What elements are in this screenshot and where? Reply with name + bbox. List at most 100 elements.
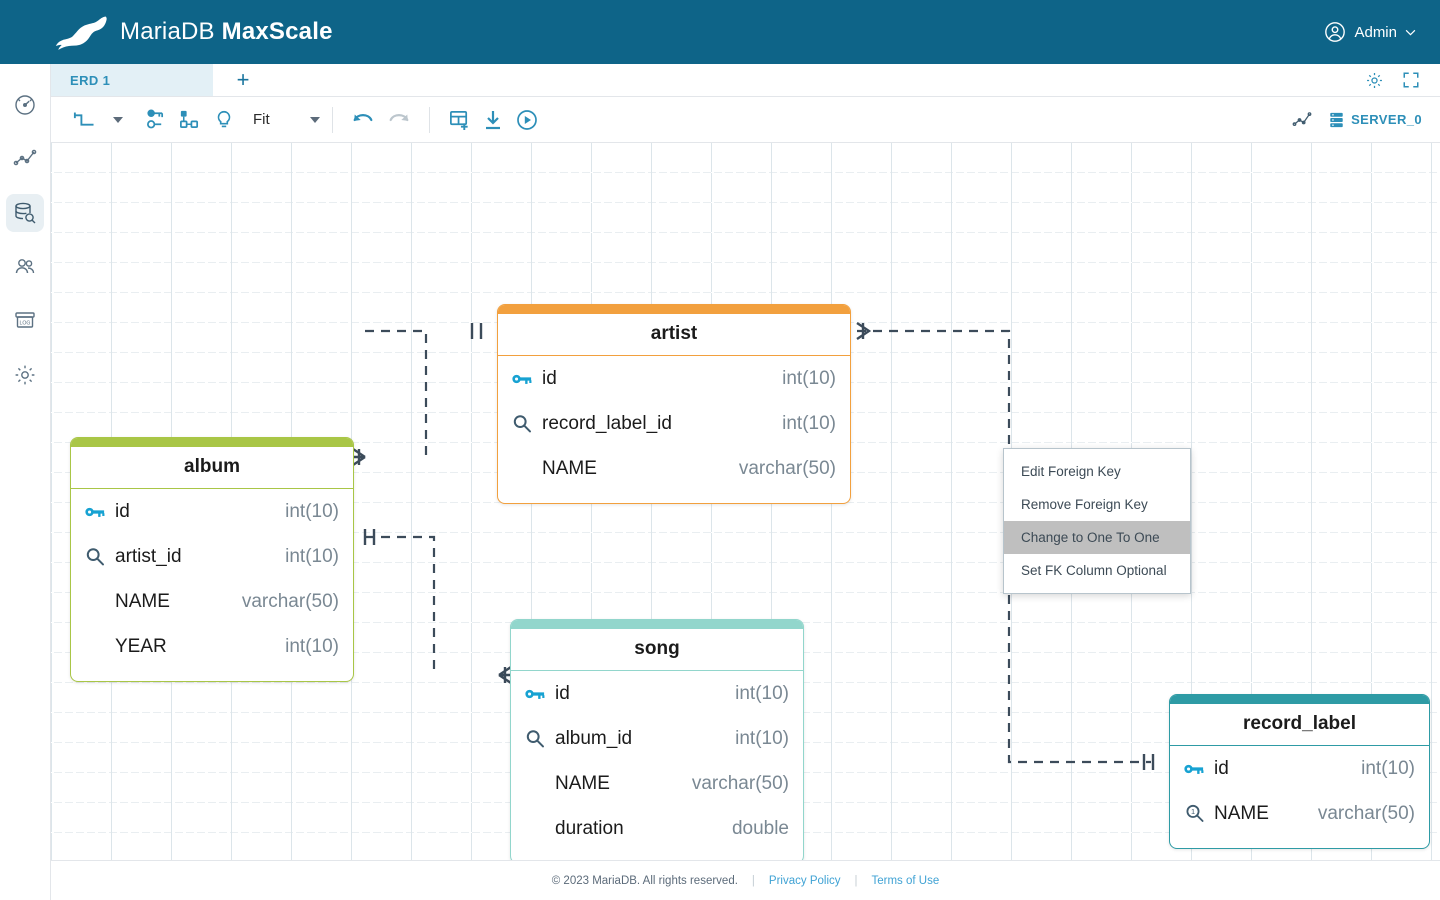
primary-key-icon [1184, 762, 1214, 776]
undo-button[interactable] [345, 105, 381, 135]
app-header: MariaDB MaxScale Admin [0, 0, 1440, 64]
mariadb-seal-logo [55, 16, 107, 50]
privacy-policy-link[interactable]: Privacy Policy [768, 874, 841, 887]
redo-icon [389, 113, 409, 121]
sidebar-item-visualization[interactable] [6, 140, 44, 178]
entity-song[interactable]: song id int(10) album_id int(10) [510, 619, 804, 860]
caret-down-icon [309, 116, 320, 123]
foreign-key-icon [512, 414, 542, 433]
table-row[interactable]: record_label_id int(10) [498, 401, 850, 446]
marker-one-artist [470, 323, 483, 339]
run-play-icon [516, 109, 537, 130]
erd-canvas[interactable]: artist id int(10) record_label_id int(10… [51, 143, 1440, 860]
sidebar-item-dashboard[interactable] [6, 86, 44, 124]
table-row[interactable]: NAME varchar(50) [511, 761, 803, 806]
column-type: int(10) [782, 367, 836, 389]
tabstrip: ERD 1 + [51, 64, 1440, 97]
entity-title: record_label [1170, 704, 1429, 746]
entity-artist[interactable]: artist id int(10) record_label_id int(10… [497, 304, 851, 504]
table-row[interactable]: artist_id int(10) [71, 534, 353, 579]
column-name: id [542, 367, 557, 389]
terms-of-use-link[interactable]: Terms of Use [871, 874, 940, 887]
svg-text:LOG: LOG [20, 320, 31, 326]
tab-erd-1[interactable]: ERD 1 [51, 64, 213, 96]
entity-columns: id int(10) record_label_id int(10) NAME … [498, 356, 850, 503]
footer-divider: | [854, 874, 858, 887]
primary-key-icon [525, 687, 555, 701]
foreign-key-context-menu[interactable]: Edit Foreign Key Remove Foreign Key Chan… [1003, 448, 1191, 594]
entity-columns: id int(10) album_id int(10) NAME varchar… [511, 671, 803, 860]
gear-icon[interactable] [1365, 71, 1384, 90]
column-name: YEAR [115, 635, 167, 657]
user-menu[interactable]: Admin [1324, 21, 1416, 43]
sidebar-item-settings[interactable] [6, 356, 44, 394]
column-name: duration [555, 817, 624, 839]
table-row[interactable]: id int(10) [511, 671, 803, 716]
export-button[interactable] [477, 105, 509, 135]
foreign-key-icon [85, 547, 115, 566]
sidebar: LOG [0, 64, 51, 900]
workspace: ERD 1 + [51, 64, 1440, 900]
users-icon [15, 259, 35, 274]
lightbulb-icon [217, 110, 231, 127]
entity-accent [71, 438, 353, 447]
table-row[interactable]: duration double [511, 806, 803, 851]
column-name: album_id [555, 727, 633, 749]
server-stack-icon [1330, 112, 1343, 127]
link-album-artist [365, 329, 428, 457]
marker-one-artist-right [856, 322, 872, 340]
context-menu-item-remove-foreign-key[interactable]: Remove Foreign Key [1021, 497, 1148, 512]
entity-columns: id int(10) artist_id int(10) NAME varcha… [71, 489, 353, 681]
sidebar-item-users[interactable] [6, 248, 44, 286]
add-tab-button[interactable]: + [213, 64, 273, 96]
copyright-text: © 2023 MariaDB. All rights reserved. [551, 874, 738, 887]
expand-icon[interactable] [1402, 71, 1420, 89]
primary-key-icon [512, 372, 542, 386]
column-type: int(10) [285, 500, 339, 522]
apply-script-button[interactable] [509, 105, 545, 135]
hint-button[interactable] [207, 105, 241, 135]
link-album-song [365, 535, 436, 675]
link-shape-button[interactable] [67, 105, 107, 135]
entity-album[interactable]: album id int(10) artist_id int(10) [70, 437, 354, 682]
table-row[interactable]: id int(10) [498, 356, 850, 401]
column-name: NAME [555, 772, 610, 794]
zoom-select[interactable]: Fit [241, 111, 320, 128]
line-chart-icon[interactable] [1291, 110, 1313, 130]
context-menu-item-set-fk-column-optional[interactable]: Set FK Column Optional [1021, 563, 1167, 578]
add-table-button[interactable] [442, 105, 477, 135]
show-relationships-button[interactable] [172, 105, 207, 135]
download-icon [485, 110, 500, 129]
link-shape-dropdown[interactable] [107, 105, 129, 135]
brand-title: MariaDB MaxScale [120, 18, 333, 46]
column-type: varchar(50) [691, 772, 789, 794]
column-name: NAME [115, 590, 170, 612]
column-type: int(10) [735, 682, 789, 704]
table-row[interactable]: album_id int(10) [511, 716, 803, 761]
table-row[interactable]: id int(10) [71, 489, 353, 534]
redo-button[interactable] [381, 105, 417, 135]
table-row[interactable]: 1 NAME varchar(50) [1170, 791, 1429, 836]
context-menu-item-edit-foreign-key[interactable]: Edit Foreign Key [1021, 464, 1121, 479]
table-row[interactable]: YEAR int(10) [71, 624, 353, 669]
brand: MariaDB MaxScale [52, 12, 333, 52]
context-menu-item-change-to-one-to-one[interactable]: Change to One To One [1004, 521, 1190, 554]
entity-record-label[interactable]: record_label id int(10) 1 [1169, 694, 1430, 849]
toolbar-right: SERVER_0 [1291, 110, 1422, 130]
gear-icon [15, 365, 35, 385]
server-indicator[interactable]: SERVER_0 [1329, 112, 1422, 128]
sidebar-item-query-editor[interactable] [6, 194, 44, 232]
show-keys-button[interactable] [137, 105, 172, 135]
svg-text:1: 1 [1191, 807, 1195, 816]
table-row[interactable]: id int(10) [1170, 746, 1429, 791]
column-type: varchar(50) [241, 590, 339, 612]
gauge-icon [15, 95, 35, 115]
table-row[interactable]: NAME varchar(50) [71, 579, 353, 624]
sidebar-item-logs[interactable]: LOG [6, 302, 44, 340]
footer: © 2023 MariaDB. All rights reserved. | P… [51, 860, 1440, 900]
column-name: NAME [1214, 802, 1269, 824]
entity-columns: id int(10) 1 NAME varchar(50) [1170, 746, 1429, 848]
footer-divider: | [751, 874, 755, 887]
table-row[interactable]: NAME varchar(50) [498, 446, 850, 491]
line-chart-icon [13, 149, 37, 166]
